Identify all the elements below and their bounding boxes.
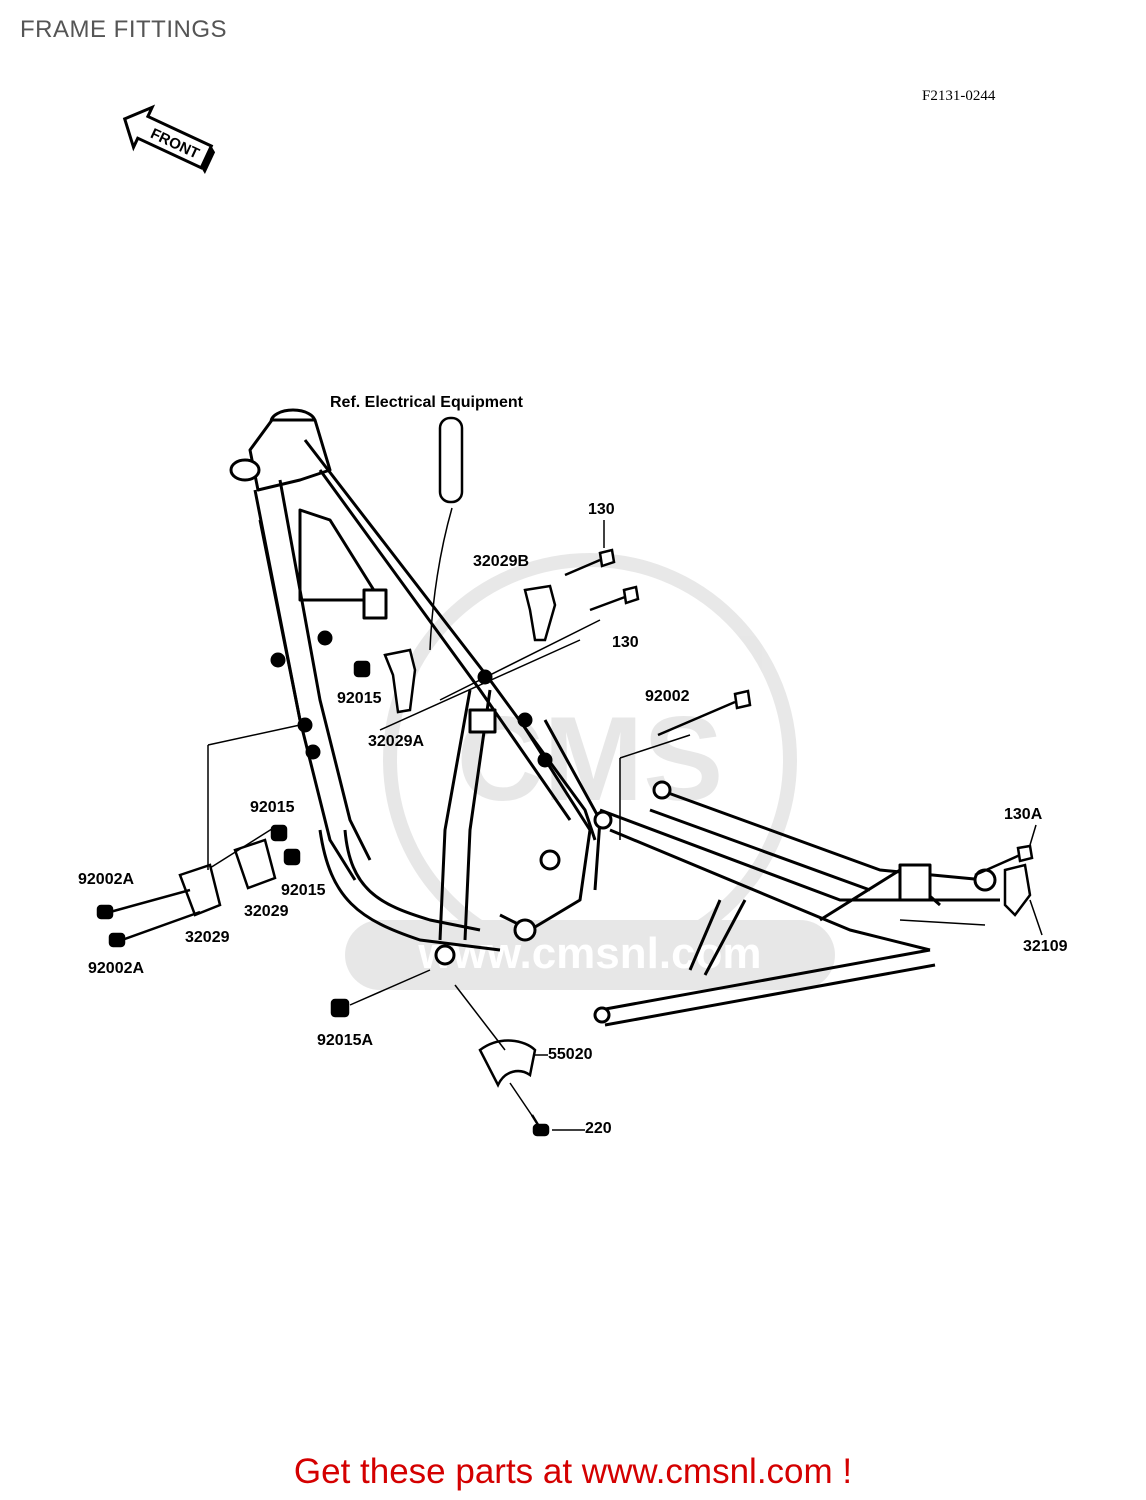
label-92002: 92002	[645, 688, 690, 705]
bracket-32029a-part	[383, 648, 417, 714]
nut-92015a-icon	[330, 998, 350, 1018]
part-glyphs	[96, 416, 1034, 1137]
label-92015-left-lower: 92015	[281, 882, 326, 899]
ref-electrical-note: Ref. Electrical Equipment	[330, 394, 523, 411]
label-130-top: 130	[588, 501, 615, 518]
label-130a: 130A	[1004, 806, 1043, 823]
label-92002a-top: 92002A	[78, 871, 135, 888]
label-92015-left-top: 92015	[250, 799, 295, 816]
label-55020: 55020	[548, 1046, 593, 1063]
label-32029-right: 32029	[244, 903, 289, 920]
screw-220-icon	[530, 1114, 550, 1137]
main-frame	[229, 408, 602, 966]
nut-92015-upper-icon	[353, 660, 371, 678]
spacer-part	[438, 416, 464, 504]
label-32109: 32109	[1023, 938, 1068, 955]
label-32029a: 32029A	[368, 733, 425, 750]
guard-55020-part	[478, 1039, 537, 1088]
bolt-92002a-bottom-icon	[108, 910, 201, 948]
nut-92015-left-top-icon	[270, 824, 288, 842]
label-92015a: 92015A	[317, 1032, 374, 1049]
footer-cta[interactable]: Get these parts at www.cmsnl.com !	[293, 1452, 853, 1491]
label-220: 220	[585, 1120, 612, 1137]
bracket-32109-part	[1003, 863, 1032, 917]
label-92002a-bottom: 92002A	[88, 960, 145, 977]
rear-subframe	[593, 780, 1000, 1027]
nut-92015-left-lower-icon	[283, 848, 301, 866]
bolt-130-top-icon	[564, 548, 616, 577]
watermark-url: www.cmsnl.com	[417, 929, 761, 978]
bracket-32029b-part	[523, 584, 557, 642]
bolt-130a-icon	[974, 844, 1034, 877]
label-130-lower: 130	[612, 634, 639, 651]
leader-lines	[207, 507, 1043, 1131]
bolt-92002a-top-icon	[96, 888, 191, 920]
label-92015-upper: 92015	[337, 690, 382, 707]
label-32029b: 32029B	[473, 553, 530, 570]
bolt-92002-icon	[657, 689, 752, 737]
page-title: FRAME FITTINGS	[20, 16, 227, 43]
diagram-code: F2131-0244	[922, 88, 996, 104]
label-32029-left: 32029	[185, 929, 230, 946]
bolt-130-lower-icon	[589, 585, 640, 612]
plate-32029-left-part	[178, 863, 222, 917]
plate-32029-right-part	[233, 838, 277, 890]
front-arrow-icon: FRONT	[122, 104, 216, 174]
